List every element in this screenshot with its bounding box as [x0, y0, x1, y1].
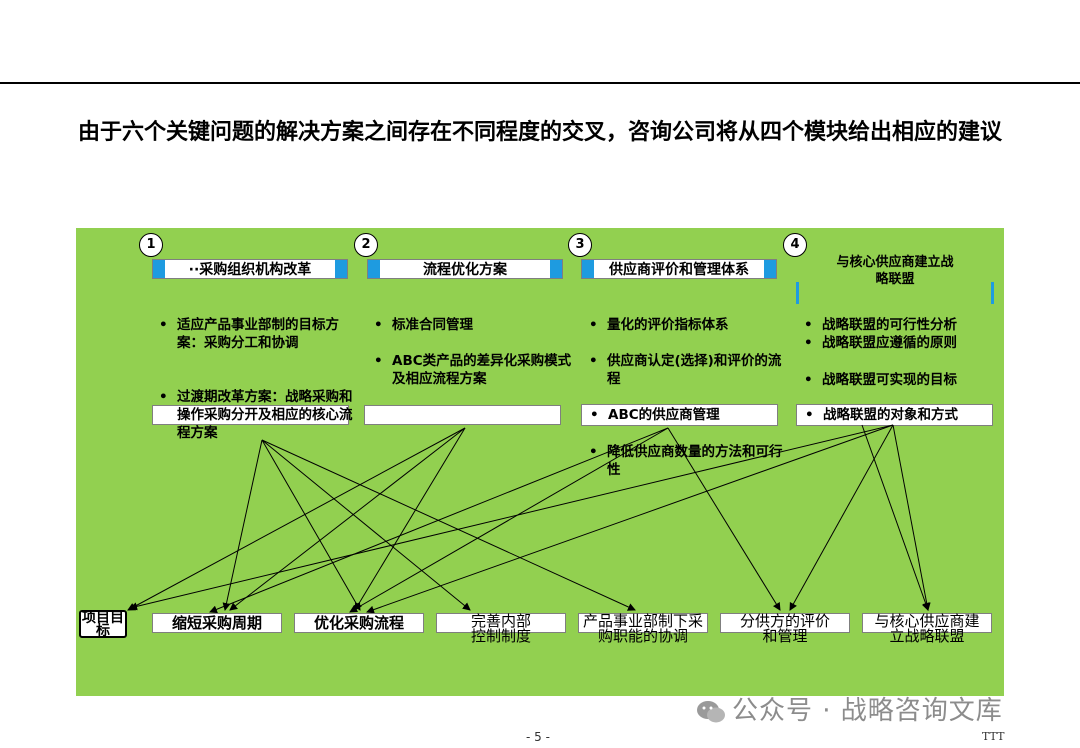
m3-item-1: 量化的评价指标体系	[585, 316, 787, 334]
m3-item-4: 降低供应商数量的方法和可行性	[585, 443, 787, 479]
module-4-title: 与核心供应商建立战略联盟	[796, 252, 994, 304]
m3-item-2: 供应商认定(选择)和评价的流程	[585, 352, 787, 388]
arrow-m4-g6	[892, 424, 931, 611]
arrow-m3-g5	[667, 427, 781, 611]
arrow-m3b-g6	[861, 424, 930, 611]
m4-item-2: 战略联盟应遵循的原则	[800, 334, 1012, 352]
m3-item-3: ABC的供应商管理	[581, 404, 778, 426]
m1-item-2: 过渡期改革方案：战略采购和操作采购分开及相应的核心流程方案	[155, 388, 357, 442]
arrow-m1-g4	[261, 439, 636, 611]
corner-mark: TTT	[982, 730, 1005, 743]
watermark: 公众号 · 战略咨询文库	[696, 690, 1003, 727]
arrow-m2-g1	[229, 427, 466, 611]
arrow-m3-g1	[209, 427, 669, 614]
arrow-m4-g2	[366, 424, 894, 614]
arrow-m3-g2	[349, 427, 669, 613]
goal-division-coordination-text: 产品事业部制下采购职能的协调	[582, 612, 703, 645]
module-3-number: 3	[568, 233, 592, 257]
goal-optimize-process: 优化采购流程	[294, 613, 424, 633]
arrow-m2-g2	[354, 427, 466, 611]
wechat-icon	[697, 700, 725, 722]
goal-division-coordination: 产品事业部制下采购职能的协调	[578, 613, 708, 644]
module-2-number: 2	[354, 233, 378, 257]
arrow-m1-g1	[222, 439, 263, 611]
header-rule	[0, 82, 1080, 84]
watermark-text: 公众号 · 战略咨询文库	[732, 696, 1003, 726]
goal-supplier-evaluation-text: 分供方的评价和管理	[740, 612, 831, 645]
module-4-number: 4	[783, 233, 807, 257]
module-2-title: 流程优化方案	[367, 259, 563, 279]
arrow-m4-g5	[789, 424, 894, 611]
module-1-number: 1	[139, 233, 163, 257]
m2-item-1: 标准合同管理	[370, 316, 572, 334]
goal-internal-control-text: 完善内部控制制度	[470, 612, 531, 645]
m4-item-4: 战略联盟的对象和方式	[796, 404, 993, 426]
goal-strategic-alliance-text: 与核心供应商建立战略联盟	[874, 612, 980, 645]
arrow-m2-label	[127, 427, 466, 611]
m1-item-1: 适应产品事业部制的目标方案：采购分工和协调	[155, 316, 352, 352]
goal-internal-control: 完善内部控制制度	[436, 613, 566, 644]
module-3-title: 供应商评价和管理体系	[581, 259, 777, 279]
goal-shorten-cycle: 缩短采购周期	[152, 613, 282, 633]
m4-item-1: 战略联盟的可行性分析	[800, 316, 1012, 334]
m4-item-3: 战略联盟可实现的目标	[800, 371, 1012, 389]
module-4-title-text: 与核心供应商建立战略联盟	[836, 255, 954, 287]
module-1-title: ··采购组织机构改革	[152, 259, 348, 279]
arrow-m1-g3	[261, 439, 471, 611]
arrow-m1-g2	[261, 439, 361, 611]
m2-item-2: ABC类产品的差异化采购模式及相应流程方案	[370, 352, 572, 388]
goal-supplier-evaluation: 分供方的评价和管理	[720, 613, 850, 644]
project-goal-label: 项目目标	[79, 610, 127, 638]
arrow-m4-label	[129, 424, 894, 611]
m2-item-box	[364, 405, 561, 425]
goal-strategic-alliance: 与核心供应商建立战略联盟	[862, 613, 992, 644]
page-title: 由于六个关键问题的解决方案之间存在不同程度的交叉，咨询公司将从四个模块给出相应的…	[78, 120, 1003, 145]
page-number: - 5 -	[526, 730, 550, 744]
